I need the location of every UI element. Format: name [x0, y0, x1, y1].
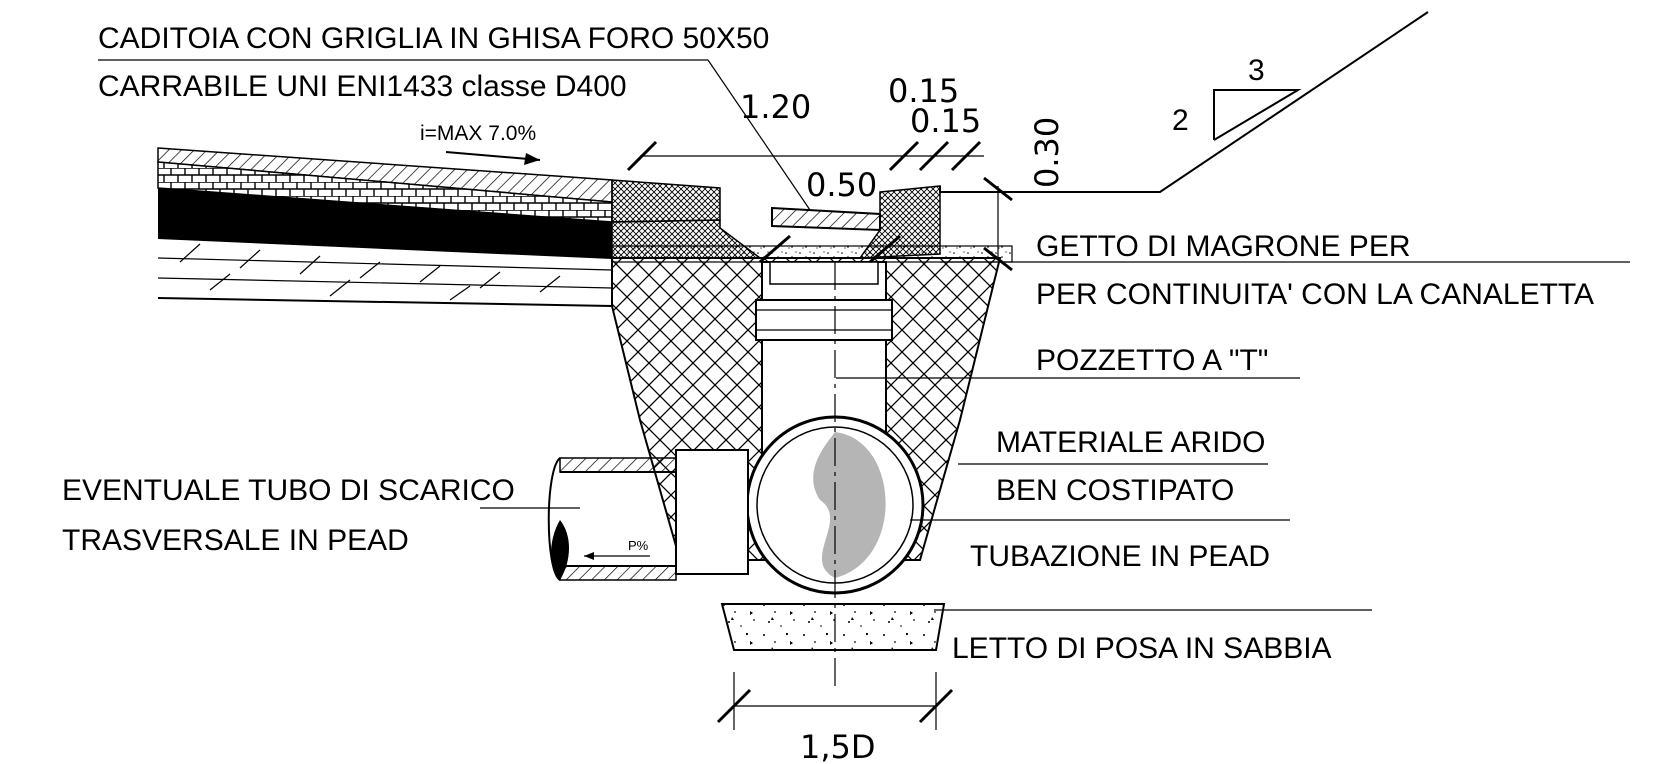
dim-015-a: 0.15: [888, 72, 959, 110]
leader-lines: [98, 59, 1630, 611]
slope-ratio-h: 3: [1248, 54, 1265, 87]
getto-label-line1: GETTO DI MAGRONE PER: [1036, 230, 1411, 263]
caditoia-label-line2: CARRABILE UNI ENI1433 classe D400: [98, 70, 627, 103]
slope-arrow: [445, 151, 541, 161]
slope-ratio-v: 2: [1172, 104, 1189, 137]
sand-bedding: [720, 603, 946, 651]
caditoia-label-line1: CADITOIA CON GRIGLIA IN GHISA FORO 50X50: [98, 22, 769, 55]
cast-iron-grate: [771, 206, 881, 232]
dimension-lines: [626, 140, 1013, 730]
dim-050: 0.50: [806, 166, 877, 204]
pozzetto-label: POZZETTO A "T": [1036, 344, 1268, 377]
dim-015-b: 0.15: [910, 102, 981, 140]
materiale-label-line2: BEN COSTIPATO: [996, 474, 1234, 507]
tubazione-label: TUBAZIONE IN PEAD: [970, 540, 1270, 573]
eventuale-label-line1: EVENTUALE TUBO DI SCARICO: [62, 474, 515, 507]
pipe-slope-label: P%: [628, 538, 649, 553]
letto-label: LETTO DI POSA IN SABBIA: [952, 632, 1332, 665]
dim-15D: 1,5D: [800, 728, 876, 764]
dim-030: 0.30: [1028, 117, 1066, 188]
getto-label-line2: PER CONTINUITA' CON LA CANALETTA: [1036, 278, 1594, 311]
dim-120: 1.20: [740, 88, 811, 126]
materiale-label-line1: MATERIALE ARIDO: [996, 426, 1266, 459]
ground-profile: [939, 11, 1429, 193]
concrete-head: [611, 179, 1013, 263]
eventuale-label-line2: TRASVERSALE IN PEAD: [62, 524, 409, 557]
road-pavement: [157, 147, 613, 307]
slope-arrowhead: [524, 153, 540, 165]
transverse-pipe: P%: [547, 449, 749, 581]
slope-label: i=MAX 7.0%: [420, 122, 536, 145]
